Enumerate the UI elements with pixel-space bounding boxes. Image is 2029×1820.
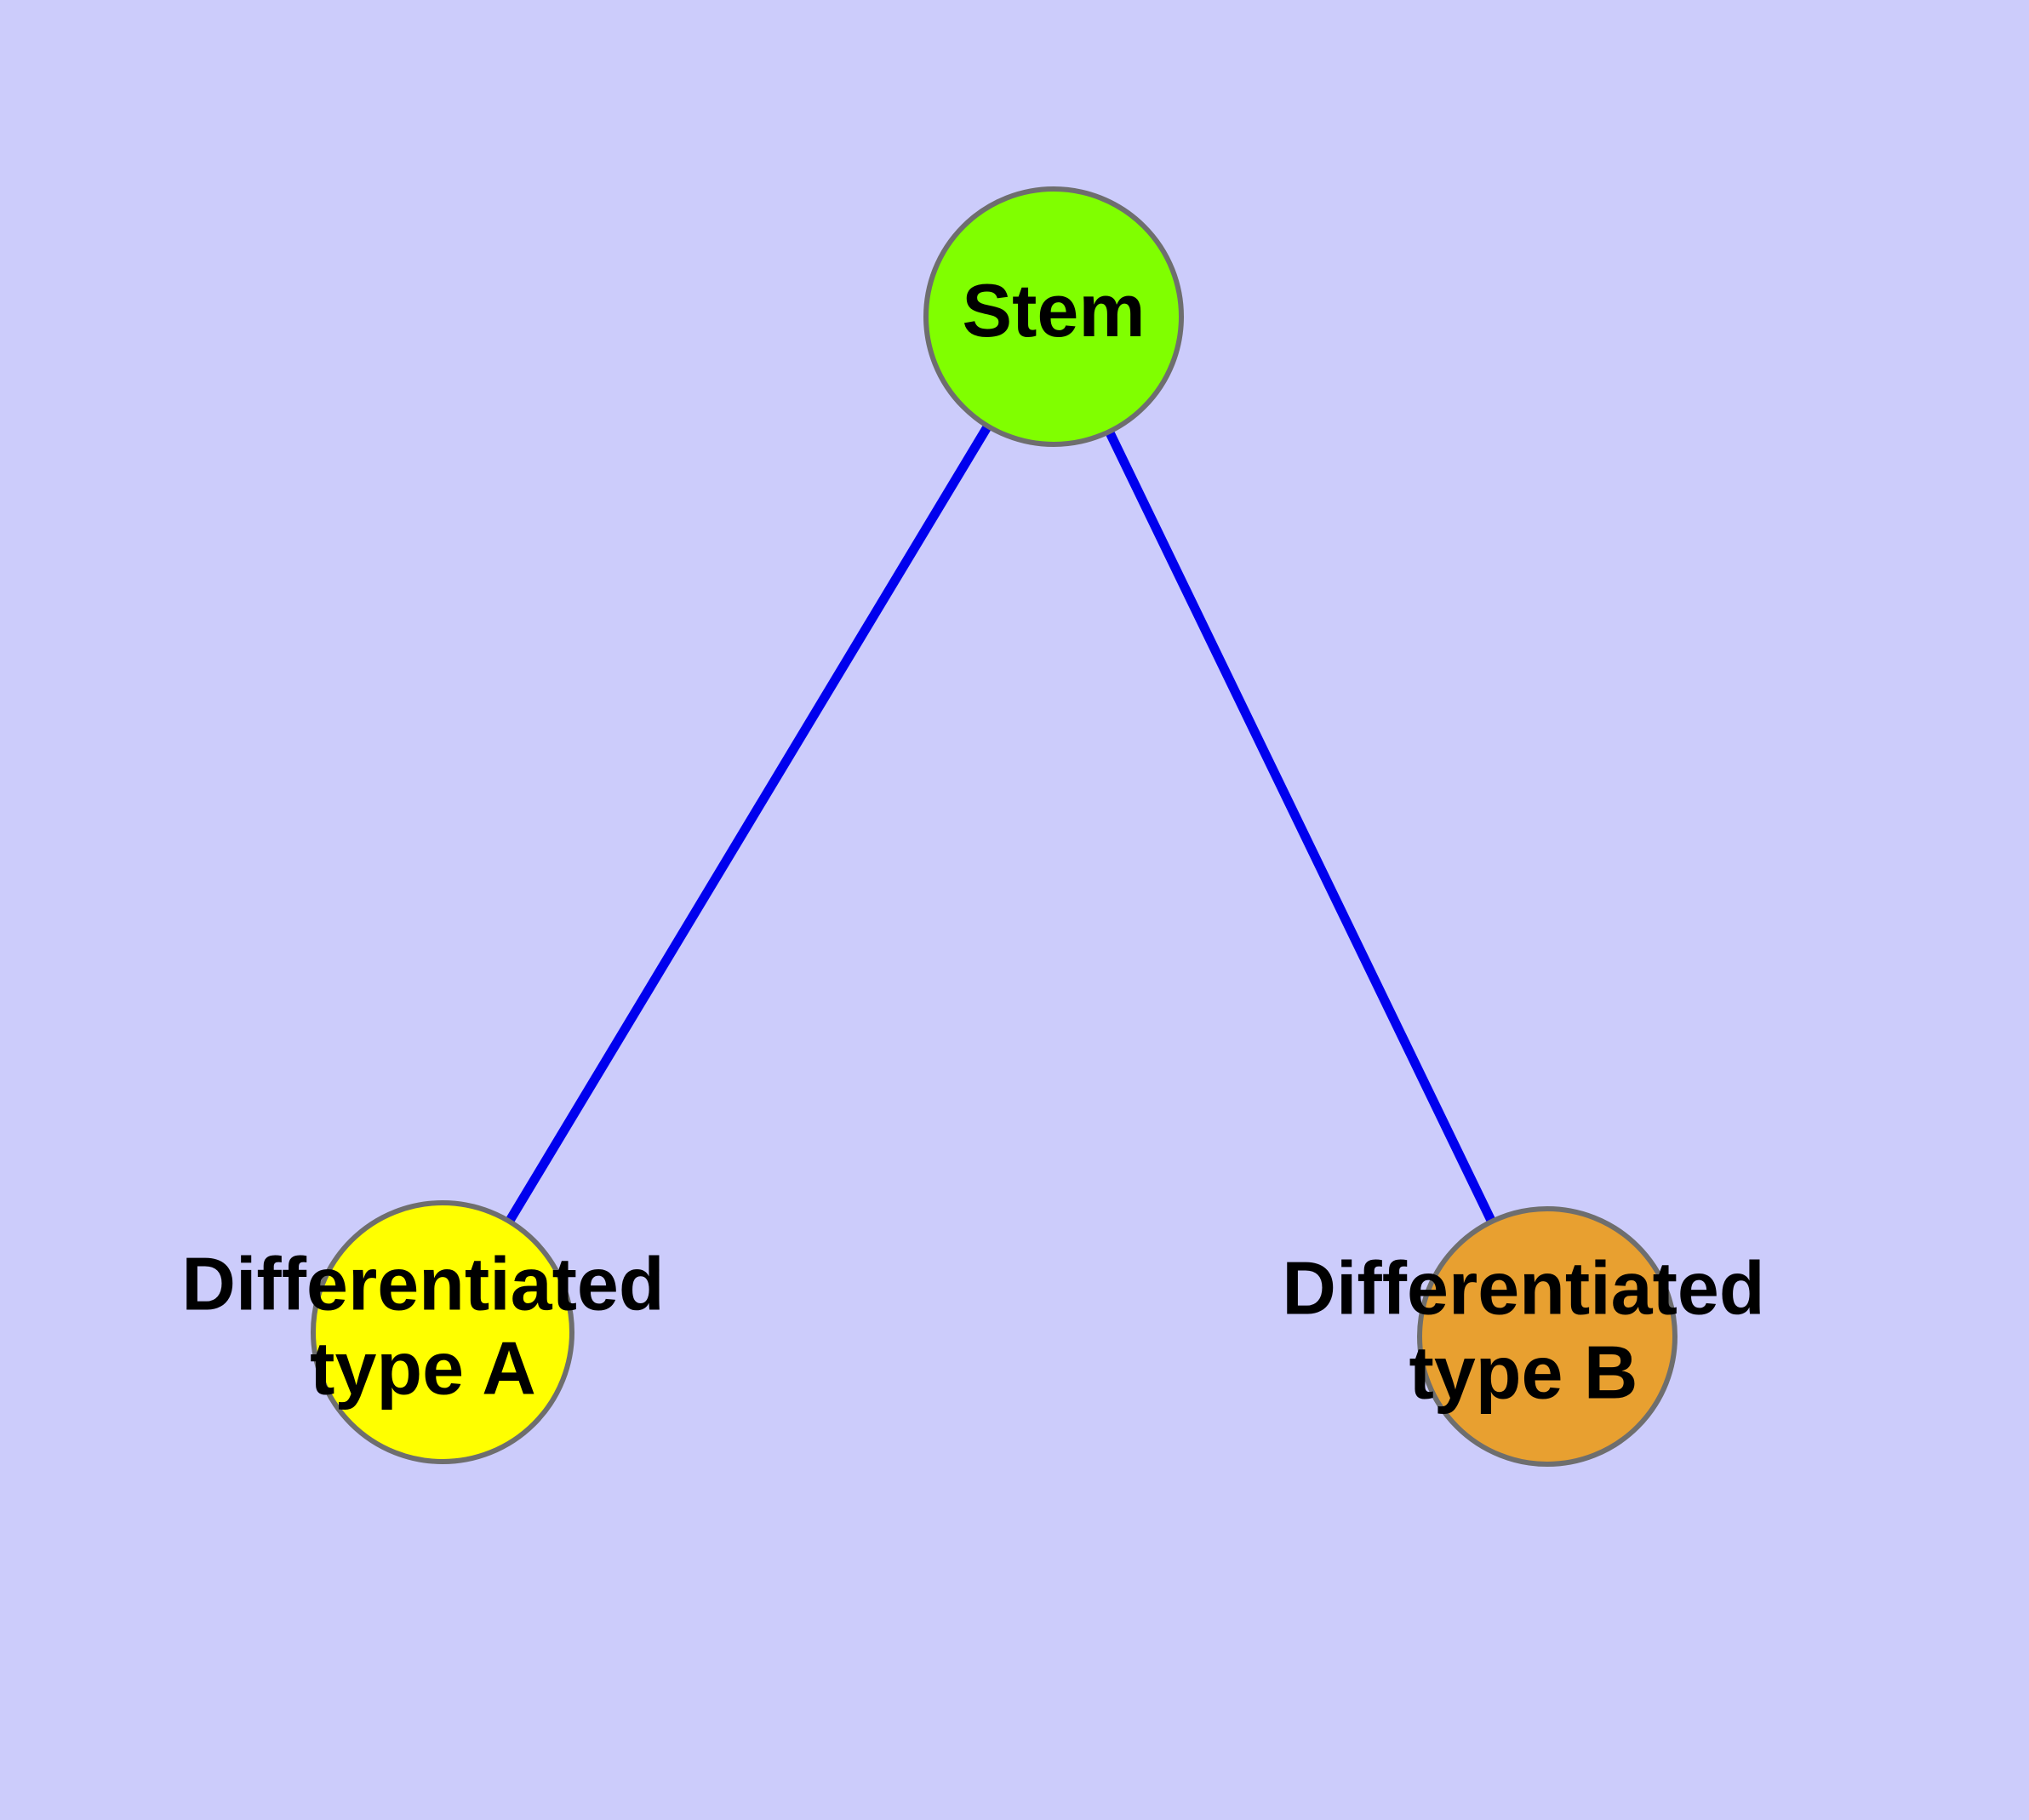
node-stem[interactable]: Stem	[923, 186, 1184, 447]
node-differentiated-type-a-circle[interactable]	[311, 1200, 574, 1464]
edge-stem-to-differentiated-type-a[interactable]	[438, 314, 1058, 1335]
edge-stem-to-differentiated-type-b[interactable]	[1049, 314, 1552, 1339]
edges-group	[438, 314, 1552, 1339]
node-stem-label: Stem	[962, 268, 1145, 352]
node-stem-circle[interactable]	[923, 186, 1184, 447]
node-differentiated-type-b-circle[interactable]	[1417, 1206, 1677, 1467]
